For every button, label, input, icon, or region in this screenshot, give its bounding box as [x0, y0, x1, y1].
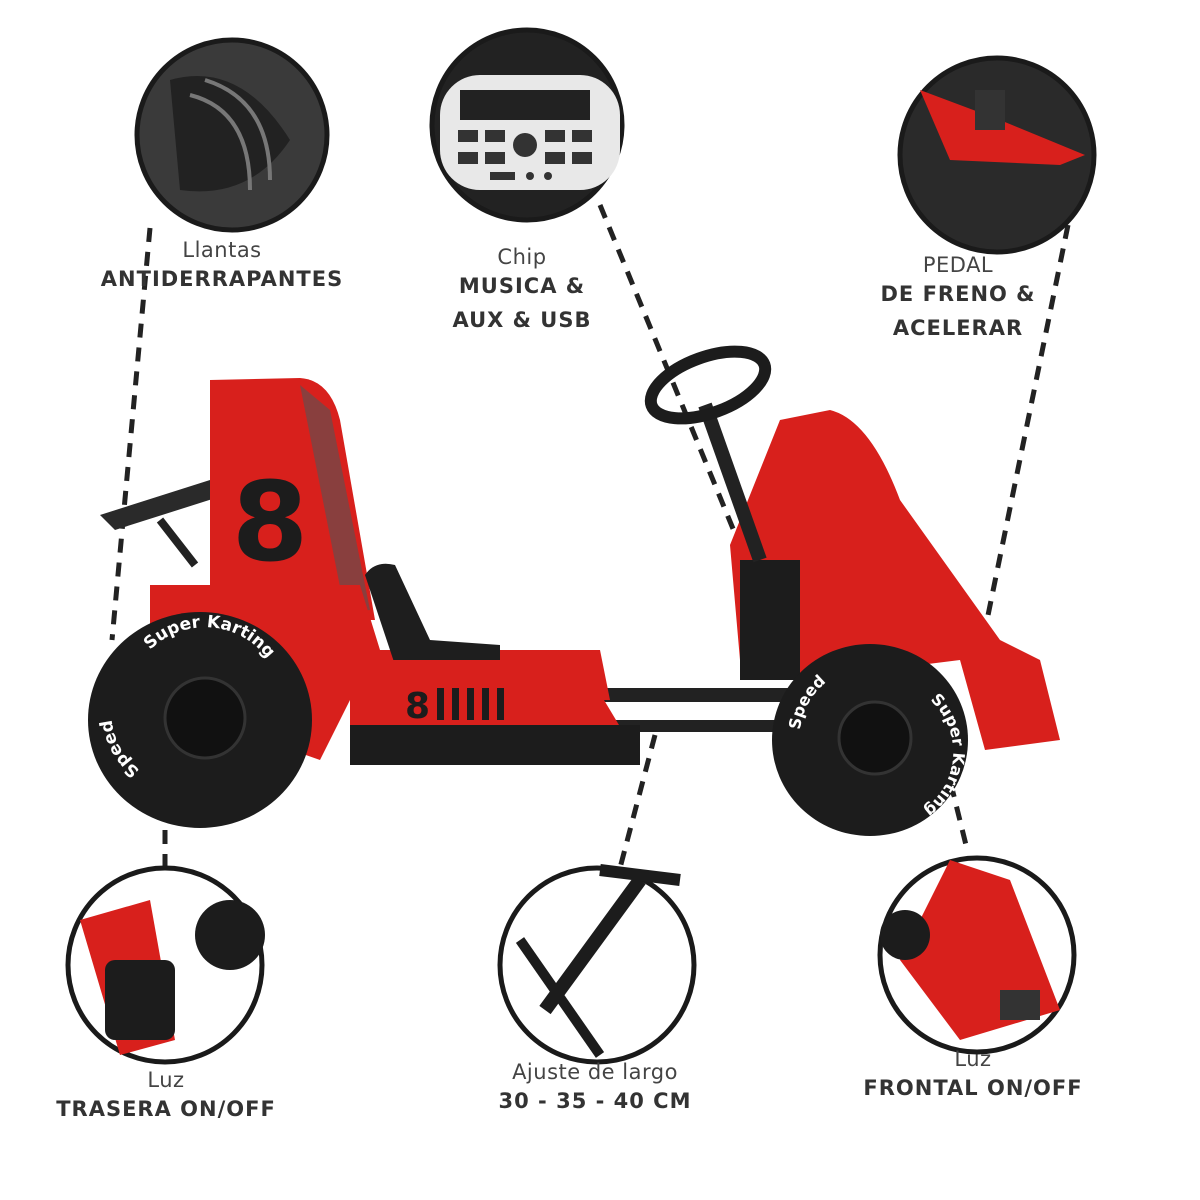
detail-circle-rear-light: [65, 865, 265, 1065]
callout-music-line1: Chip: [497, 245, 547, 269]
detail-circle-length: [497, 864, 697, 1065]
detail-circle-pedal: [897, 55, 1097, 255]
rear-rack: [100, 480, 225, 530]
callout-rear-light-line1: Luz: [147, 1068, 185, 1092]
connector-music: [597, 204, 755, 576]
callout-pedal-line2: DE FRENO &: [880, 282, 1036, 306]
frame-bar-lower: [600, 720, 790, 732]
detail-circle-tires: [134, 37, 330, 233]
callout-tires-line1: Llantas: [182, 238, 262, 262]
connector-pedal: [982, 224, 1071, 631]
connector-front-light: [942, 759, 969, 846]
callout-rear-light-line2: TRASERA ON/OFF: [56, 1097, 276, 1121]
callout-length-line1: Ajuste de largo: [512, 1060, 678, 1084]
callout-music-line3: AUX & USB: [452, 308, 592, 332]
frame-bar: [560, 688, 790, 702]
callout-front-light: Luz FRONTAL ON/OFF: [863, 1047, 1082, 1105]
seat: [365, 563, 500, 665]
callout-pedal-line3: ACELERAR: [892, 316, 1024, 340]
callout-length: Ajuste de largo 30 - 35 - 40 CM: [499, 1060, 692, 1118]
side-number: 8: [405, 686, 430, 727]
detail-circle-front-light: [877, 855, 1077, 1055]
detail-circle-music: [429, 27, 625, 223]
kart-number: 8: [232, 458, 309, 586]
steering-wheel: [644, 345, 772, 425]
callout-pedal-line1: PEDAL: [922, 253, 994, 277]
callout-tires-line2: ANTIDERRAPANTES: [100, 267, 344, 291]
callout-rear-light: Luz TRASERA ON/OFF: [56, 1068, 276, 1126]
go-kart: 8 8 Super Karting Speed Super Karting Sp…: [88, 345, 1060, 836]
callout-front-light-line1: Luz: [954, 1047, 992, 1071]
callout-music: Chip MUSICA & AUX & USB: [453, 245, 592, 337]
callout-front-light-line2: FRONTAL ON/OFF: [863, 1076, 1083, 1100]
connector-tires: [109, 227, 153, 641]
callout-music-line2: MUSICA &: [458, 274, 586, 298]
callout-length-line2: 30 - 35 - 40 CM: [498, 1089, 692, 1113]
connector-lines: [109, 204, 1071, 870]
callout-tires: Llantas ANTIDERRAPANTES: [101, 238, 343, 296]
callout-pedal: PEDAL DE FRENO & ACELERAR: [880, 253, 1035, 345]
